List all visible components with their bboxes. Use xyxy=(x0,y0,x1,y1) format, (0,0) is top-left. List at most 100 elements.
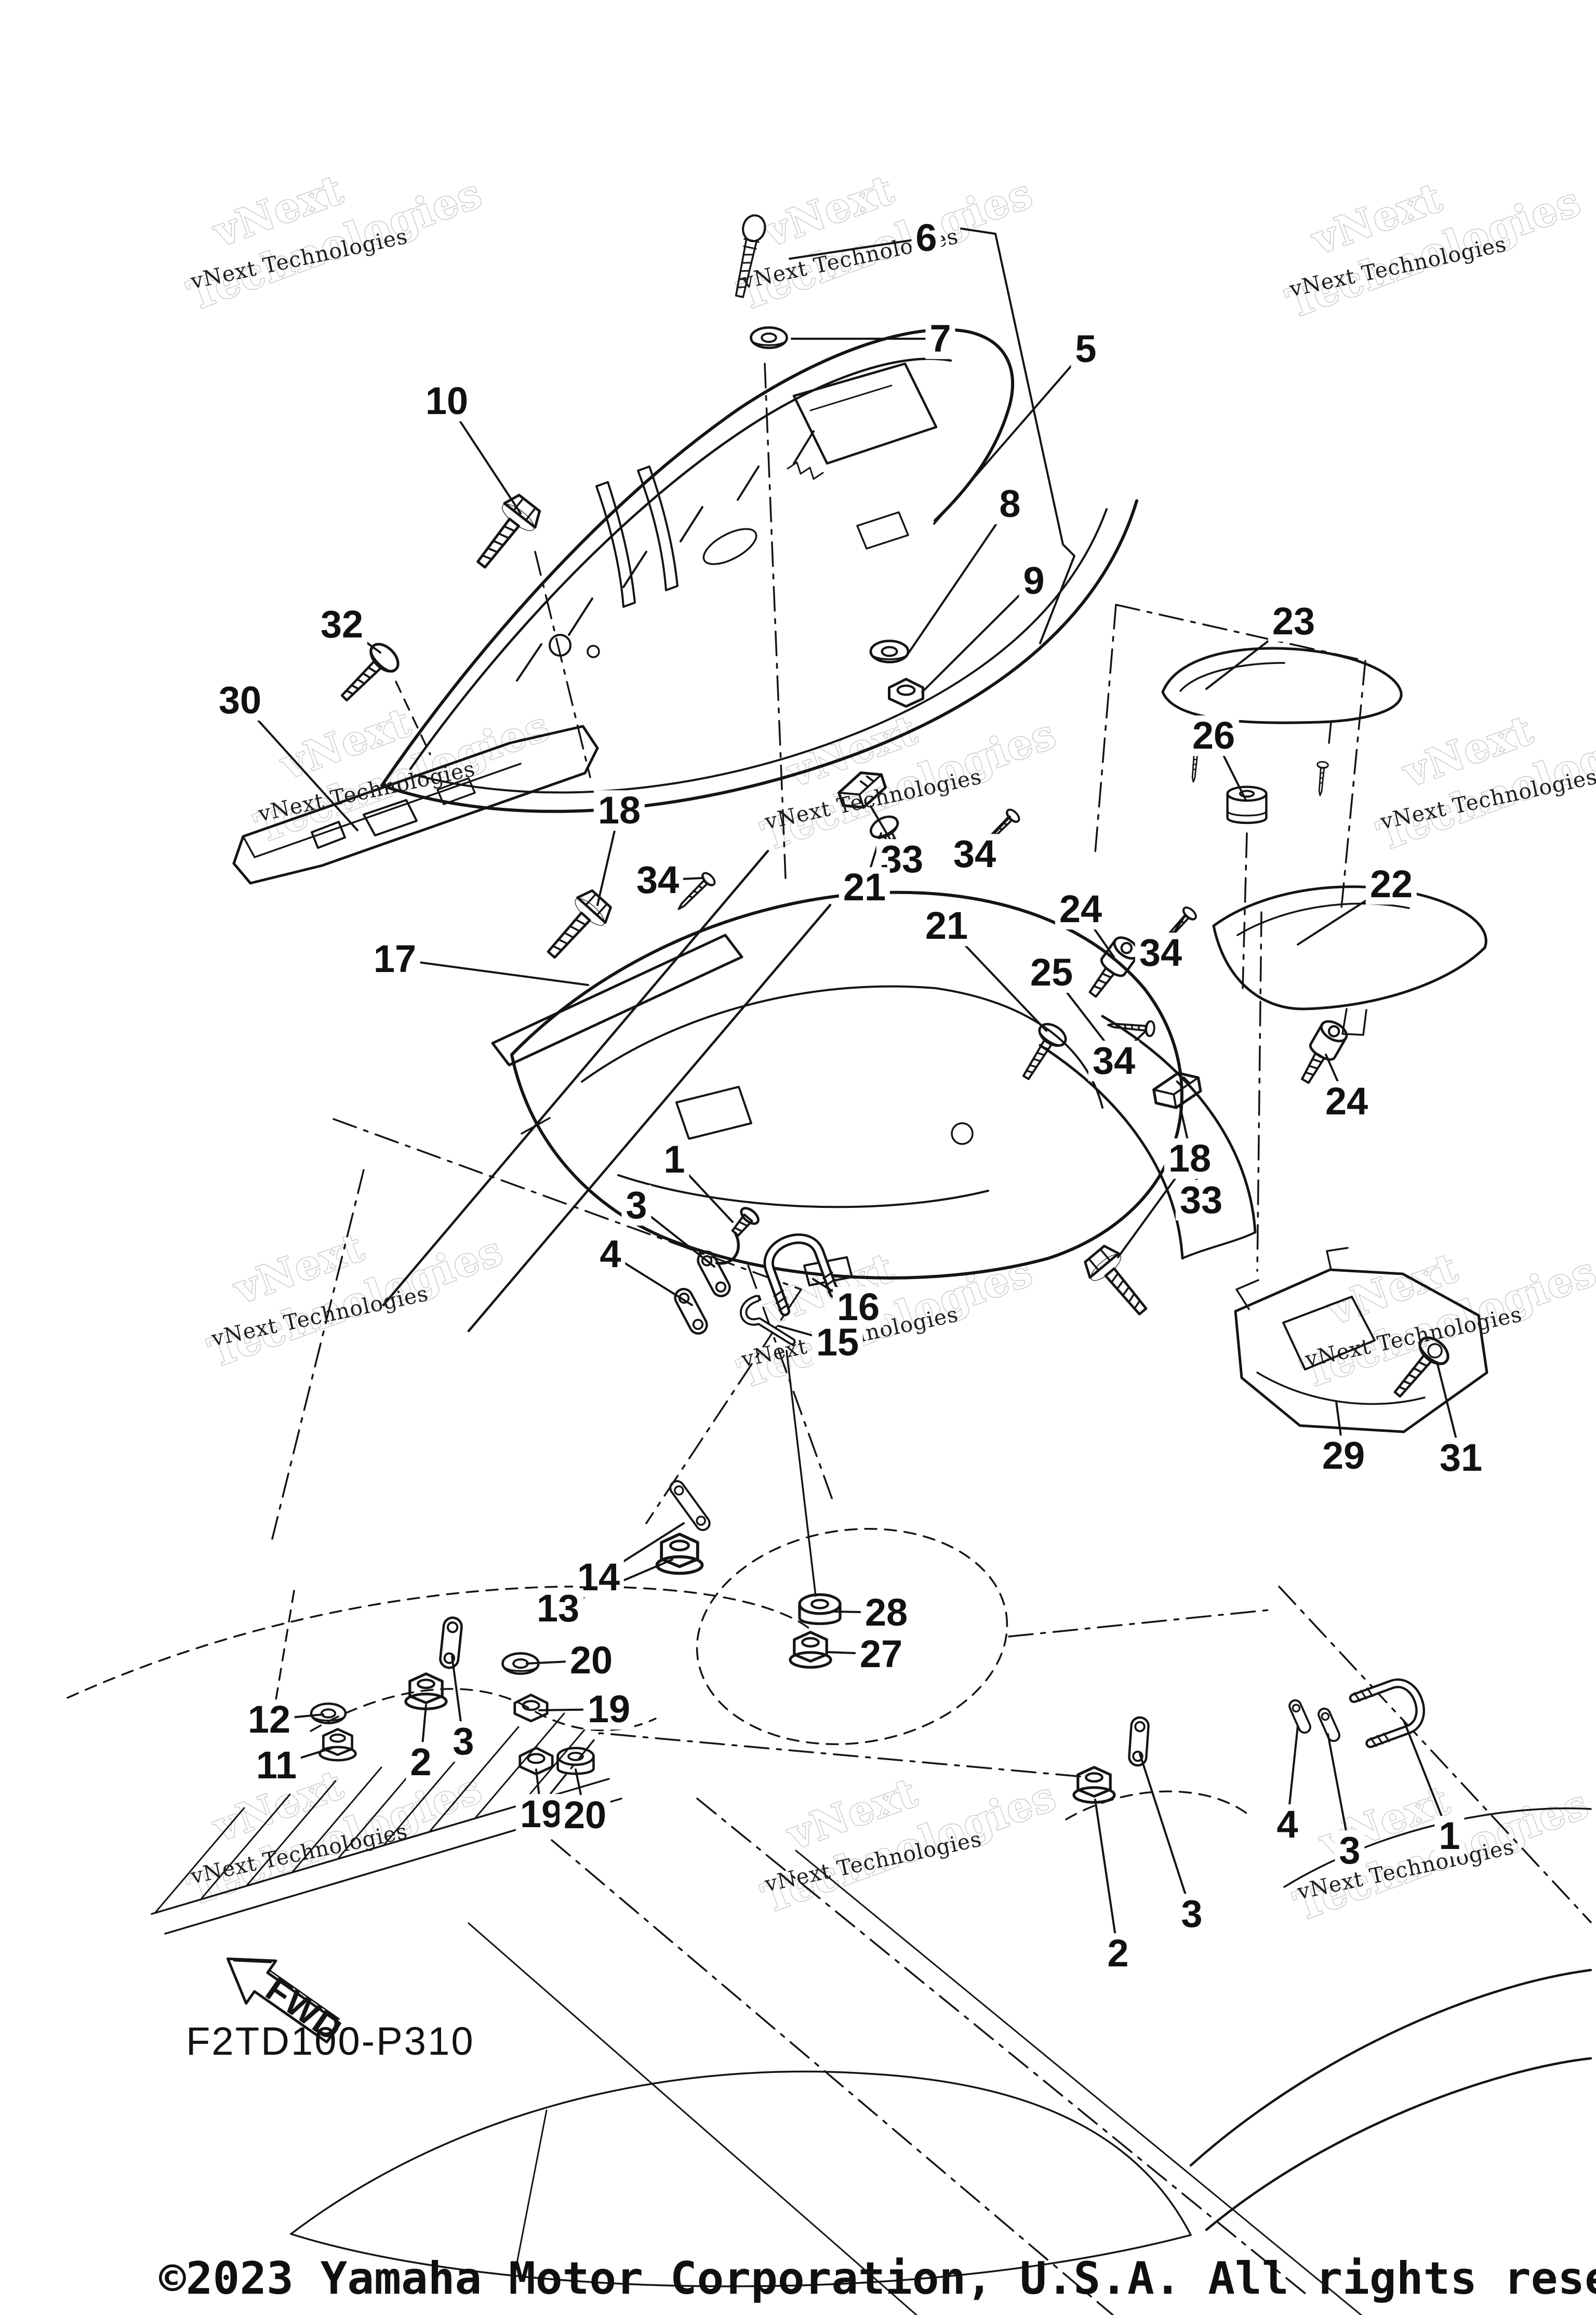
callout-number-3: 3 xyxy=(448,1721,478,1762)
callout-number-5: 5 xyxy=(1071,329,1101,369)
callout-number-3: 3 xyxy=(621,1185,651,1226)
callout-number-21: 21 xyxy=(839,867,890,908)
screw-icon xyxy=(1014,1020,1069,1085)
callout-number-33: 33 xyxy=(1175,1180,1227,1220)
callout-number-34: 34 xyxy=(1135,933,1187,973)
callout-number-2: 2 xyxy=(406,1742,436,1782)
nut-icon xyxy=(1074,1767,1114,1803)
callout-number-13: 13 xyxy=(532,1588,584,1629)
callout-number-32: 32 xyxy=(316,604,368,645)
bolt-icon xyxy=(466,491,544,576)
callout-number-1: 1 xyxy=(1434,1816,1465,1856)
latch-panel-30 xyxy=(232,725,599,885)
link-plate-icon xyxy=(1286,1697,1313,1736)
callout-number-3: 3 xyxy=(1177,1894,1207,1934)
callout-number-29: 29 xyxy=(1318,1435,1369,1476)
link-plate-icon xyxy=(1128,1717,1149,1766)
callout-number-2: 2 xyxy=(1103,1933,1133,1974)
callout-number-28: 28 xyxy=(860,1592,912,1633)
callout-leader-8 xyxy=(907,503,1011,655)
callout-number-17: 17 xyxy=(369,939,421,979)
nut-icon xyxy=(320,1729,356,1760)
callout-number-8: 8 xyxy=(995,484,1025,524)
washer-icon xyxy=(800,1594,840,1624)
callout-number-24: 24 xyxy=(1055,889,1107,929)
callout-number-18: 18 xyxy=(593,790,645,831)
callout-number-12: 12 xyxy=(243,1699,295,1740)
callout-number-21: 21 xyxy=(921,906,973,946)
bolt-icon xyxy=(538,886,616,967)
callout-number-20: 20 xyxy=(565,1640,617,1681)
callout-leader-6 xyxy=(789,237,927,260)
callout-number-31: 31 xyxy=(1435,1438,1487,1478)
side-panel-22 xyxy=(1212,885,1487,1036)
callout-number-25: 25 xyxy=(1026,952,1078,993)
callout-number-6: 6 xyxy=(911,218,941,258)
link-plate-icon xyxy=(440,1617,462,1669)
callout-number-9: 9 xyxy=(1019,561,1049,601)
washer-icon xyxy=(751,327,787,348)
callout-number-34: 34 xyxy=(949,834,1001,874)
bolt-icon xyxy=(1080,1242,1157,1324)
callout-leader-30 xyxy=(239,699,358,831)
callout-number-22: 22 xyxy=(1365,864,1417,904)
callout-number-23: 23 xyxy=(1268,601,1320,642)
socket-screw-icon xyxy=(1082,934,1142,1003)
hardware-icons xyxy=(311,214,1453,1803)
callout-leader-2 xyxy=(1094,1799,1119,1954)
u-bolt-icon xyxy=(1352,1673,1428,1748)
callout-number-11: 11 xyxy=(251,1745,301,1786)
callout-number-34: 34 xyxy=(1088,1041,1140,1081)
callout-number-30: 30 xyxy=(214,680,266,721)
callout-number-15: 15 xyxy=(812,1322,863,1363)
callout-number-10: 10 xyxy=(421,381,473,421)
link-plate-icon xyxy=(672,1286,710,1336)
callout-number-3: 3 xyxy=(1335,1830,1365,1871)
copyright-footer: ©2023 Yamaha Motor Corporation, U.S.A. A… xyxy=(159,2253,1596,2305)
side-panel-25 xyxy=(1039,1015,1257,1260)
callout-leader-9 xyxy=(921,580,1035,693)
nut-icon xyxy=(889,679,923,707)
callout-leader-5 xyxy=(933,348,1087,525)
callout-number-4: 4 xyxy=(1272,1804,1302,1845)
callout-leader-layer xyxy=(239,237,1462,1954)
mid-cowling xyxy=(510,890,1183,1286)
bracket-29 xyxy=(1234,1247,1488,1433)
callout-number-27: 27 xyxy=(855,1634,907,1674)
construction-lines xyxy=(66,228,1592,2315)
strap-icon xyxy=(668,1479,712,1533)
callout-number-24: 24 xyxy=(1321,1081,1373,1122)
damper-icon xyxy=(1228,787,1267,823)
hinge-bar-17 xyxy=(491,934,743,1067)
callout-number-19: 19 xyxy=(583,1689,635,1729)
rivet-icon xyxy=(1314,761,1329,797)
screw-icon xyxy=(735,214,766,298)
nut-icon xyxy=(790,1632,831,1668)
callout-number-18: 18 xyxy=(1164,1138,1216,1179)
washer-icon xyxy=(871,641,908,662)
socket-screw-icon xyxy=(1294,1017,1350,1088)
part-code: F2TD100-P310 xyxy=(186,2019,475,2064)
callout-number-4: 4 xyxy=(595,1234,626,1274)
callout-number-20: 20 xyxy=(559,1795,611,1835)
screw-icon xyxy=(333,639,403,709)
nut-icon xyxy=(515,1695,547,1721)
callout-leader-17 xyxy=(394,958,589,986)
callout-number-1: 1 xyxy=(659,1139,689,1180)
callout-number-19: 19 xyxy=(515,1794,567,1834)
callout-number-26: 26 xyxy=(1188,715,1240,756)
nut-icon xyxy=(657,1534,702,1573)
washer-icon xyxy=(311,1704,345,1723)
callout-number-7: 7 xyxy=(925,318,955,359)
callout-number-16: 16 xyxy=(832,1287,884,1327)
callout-number-34: 34 xyxy=(632,860,684,900)
